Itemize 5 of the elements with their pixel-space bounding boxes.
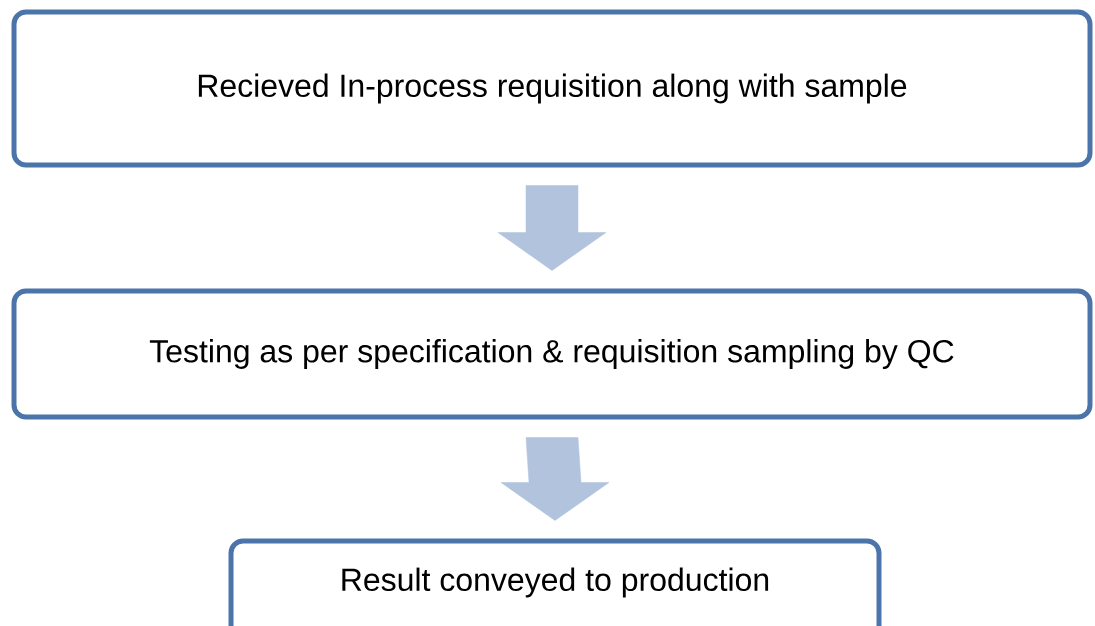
process-box: Result conveyed to production [228,538,882,626]
arrow [497,185,607,271]
process-box: Testing as per specification & requisition sampling by QC [11,288,1093,420]
arrow [500,437,610,521]
process-box: Recieved In-process requisition along with sample [11,9,1093,168]
